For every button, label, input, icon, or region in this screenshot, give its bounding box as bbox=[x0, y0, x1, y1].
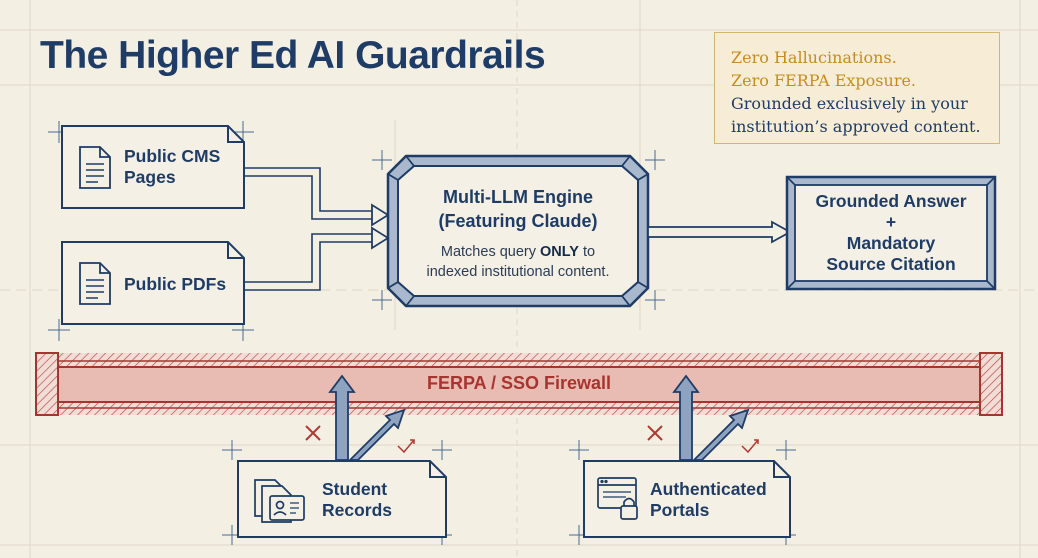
engine-box bbox=[386, 154, 650, 308]
firewall-bar bbox=[35, 352, 1003, 416]
blocked-x-icon bbox=[305, 425, 663, 441]
protected-portals-line-1: Authenticated bbox=[650, 479, 767, 499]
protected-student-records-label: Student Records bbox=[322, 479, 392, 521]
protected-portals-line-2: Portals bbox=[650, 500, 710, 520]
engine-desc-line-2: indexed institutional content. bbox=[426, 264, 610, 280]
check-arrow-icon bbox=[397, 439, 759, 454]
engine-title-line-2: (Featuring Claude) bbox=[438, 211, 598, 231]
callout-line-3: Grounded exclusively in your bbox=[731, 94, 968, 113]
answer-line-2: + bbox=[885, 212, 897, 232]
source-cms-label: Public CMS Pages bbox=[124, 146, 220, 188]
protected-portals-label: Authenticated Portals bbox=[650, 479, 767, 521]
secure-portal-lock-icon bbox=[597, 477, 638, 520]
engine-desc-line-1: Matches query ONLY to bbox=[400, 242, 636, 262]
engine-desc-emphasis: ONLY bbox=[540, 244, 579, 260]
protected-student-line-1: Student bbox=[322, 479, 388, 499]
answer-label: Grounded Answer + Mandatory Source Citat… bbox=[790, 191, 992, 275]
document-icon bbox=[79, 262, 111, 305]
answer-line-3: Mandatory bbox=[846, 233, 936, 253]
document-icon bbox=[79, 146, 111, 189]
answer-line-4: Source Citation bbox=[826, 254, 956, 274]
engine-title-line-1: Multi-LLM Engine bbox=[443, 187, 593, 207]
callout-line-4: institution’s approved content. bbox=[731, 117, 981, 136]
guarantee-callout: Zero Hallucinations. Zero FERPA Exposure… bbox=[714, 32, 1000, 144]
engine-title: Multi-LLM Engine (Featuring Claude) bbox=[400, 185, 636, 233]
source-pdf-label: Public PDFs bbox=[124, 274, 227, 294]
engine-description: Matches query ONLY to indexed institutio… bbox=[400, 242, 636, 282]
blocked-arrow-student-records bbox=[328, 374, 406, 461]
crosshair-marks bbox=[48, 121, 796, 545]
callout-line-2: Zero FERPA Exposure. bbox=[731, 71, 917, 90]
engine-output-arrow bbox=[647, 220, 792, 244]
blocked-arrow-portals bbox=[672, 374, 750, 461]
page-title: The Higher Ed AI Guardrails bbox=[40, 34, 546, 77]
firewall-label: FERPA / SSO Firewall bbox=[426, 373, 612, 393]
callout-line-1: Zero Hallucinations. bbox=[731, 48, 897, 67]
answer-box bbox=[785, 175, 997, 291]
arrowheads-to-engine bbox=[371, 203, 390, 250]
engine-desc-post: to bbox=[578, 244, 596, 260]
engine-desc-pre: Matches query bbox=[440, 244, 541, 260]
source-connectors bbox=[244, 167, 373, 291]
answer-line-1: Grounded Answer bbox=[815, 191, 967, 211]
source-cms-line-2: Pages bbox=[124, 167, 176, 187]
student-records-icon bbox=[254, 479, 305, 523]
protected-student-line-2: Records bbox=[322, 500, 393, 520]
source-cms-line-1: Public CMS bbox=[124, 146, 221, 166]
